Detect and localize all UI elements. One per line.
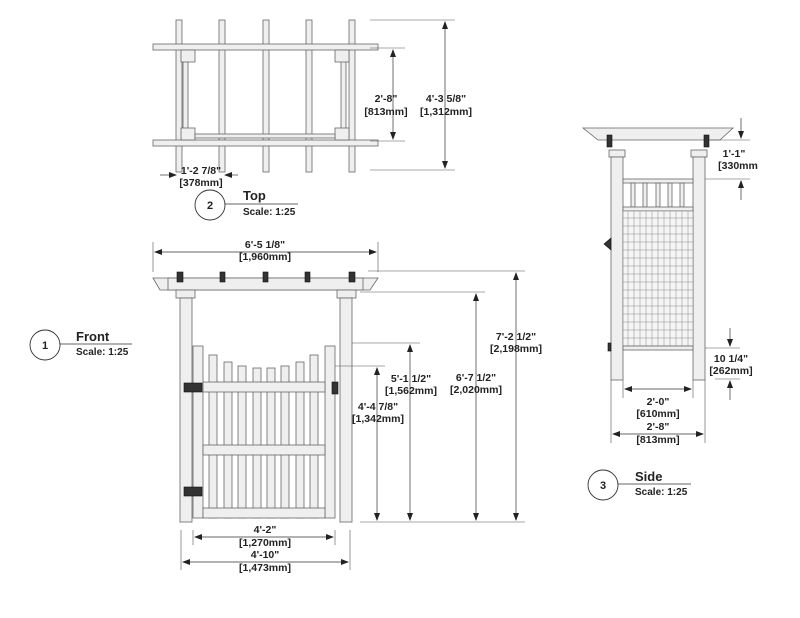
view-scale-side: Scale: 1:25 (635, 487, 688, 498)
gate-pickets (208, 354, 319, 519)
front-gate-width-label: 4'-2" (254, 524, 277, 536)
front-opening-width-label: 4'-10" (251, 549, 280, 561)
top-rafter-spacing-label: 1'-2 7/8" (181, 165, 221, 177)
front-gate-width-metric: [1,270mm] (239, 537, 291, 549)
side-bottom-clearance-label: 10 1/4" (714, 353, 748, 365)
view-title-top: Top (243, 188, 266, 203)
front-overall-height-label: 7'-2 1/2" (496, 331, 536, 343)
view-title-front: Front (76, 329, 110, 344)
view-scale-top: Scale: 1:25 (243, 207, 296, 218)
front-gate-height-metric: [1,342mm] (352, 413, 404, 425)
view-number: 3 (600, 480, 606, 492)
view-number: 2 (207, 200, 213, 212)
front-post-height-metric: [2,020mm] (450, 384, 502, 396)
front-gate-post-height-label: 5'-1 1/2" (391, 373, 431, 385)
hinge-icon (183, 382, 203, 393)
side-balusters (630, 182, 685, 208)
top-view: 2'-8" [813mm] 4'-3 5/8" [1,312mm] 1'-2 7… (152, 19, 472, 221)
latch-icon (603, 237, 612, 251)
side-inner-width-metric: [610mm] (636, 408, 679, 420)
front-overall-width-label: 6'-5 1/8" (245, 239, 285, 251)
view-number: 1 (42, 340, 48, 352)
side-header-height-metric: [330mm (718, 160, 758, 172)
hinge-icon (183, 486, 203, 497)
view-scale-front: Scale: 1:25 (76, 347, 129, 358)
side-bottom-clearance-metric: [262mm] (709, 365, 752, 377)
view-title-side: Side (635, 469, 662, 484)
side-header-height-label: 1'-1" (723, 148, 746, 160)
front-opening-width-metric: [1,473mm] (239, 562, 291, 574)
side-outer-width-metric: [813mm] (636, 434, 679, 446)
top-overall-depth-metric: [1,312mm] (420, 106, 472, 118)
front-gate-height-label: 4'-4 7/8" (358, 401, 398, 413)
front-overall-width-metric: [1,960mm] (239, 251, 291, 263)
latch-icon (331, 381, 339, 395)
top-inner-depth-metric: [813mm] (364, 106, 407, 118)
front-post-height-label: 6'-7 1/2" (456, 372, 496, 384)
view-number-circle (194, 189, 226, 221)
top-overall-depth-label: 4'-3 5/8" (426, 93, 466, 105)
top-rafter-spacing-metric: [378mm] (179, 177, 222, 189)
hinge-icon (607, 342, 612, 352)
side-inner-width-label: 2'-0" (647, 396, 670, 408)
front-overall-height-metric: [2,198mm] (490, 343, 542, 355)
front-gate-post-height-metric: [1,562mm] (385, 385, 437, 397)
top-rafters (175, 19, 356, 173)
front-view: 6'-5 1/8" [1,960mm] 7'-2 1/2" [2,198mm] … (29, 239, 542, 574)
side-outer-width-label: 2'-8" (647, 421, 670, 433)
top-inner-depth-label: 2'-8" (375, 93, 398, 105)
side-view: 1'-1" [330mm 10 1/4" [262mm] 2'-0" [610m… (581, 118, 758, 501)
